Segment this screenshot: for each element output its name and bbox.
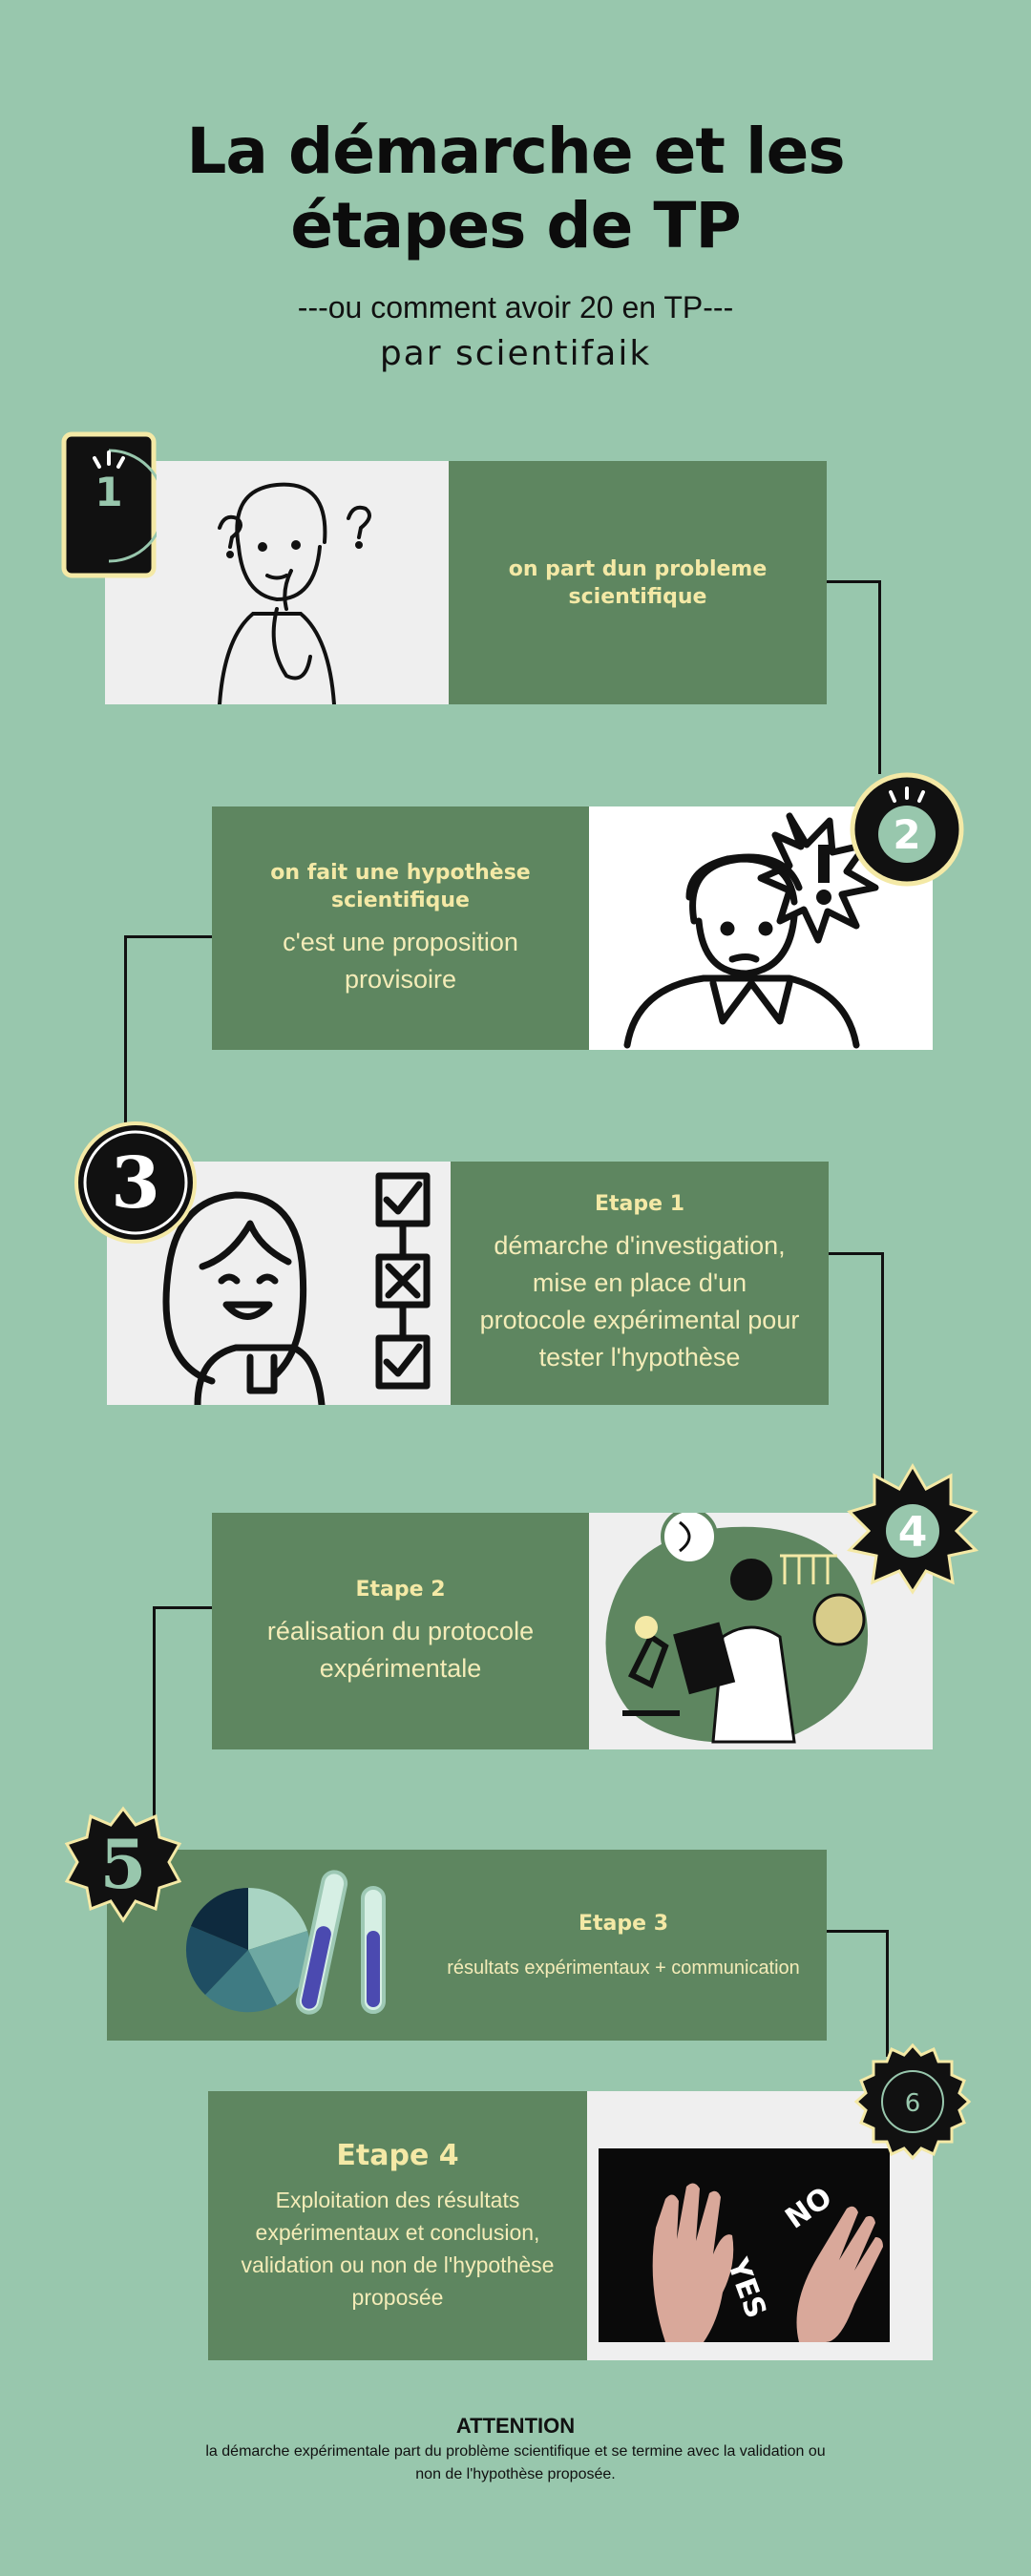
connector-5-6: [826, 1930, 889, 2057]
page-title-line-1: La démarche et les: [186, 115, 845, 188]
alert-person-icon: [623, 812, 879, 1049]
step-6-illustration: YES NO: [587, 2091, 933, 2360]
step-5-heading: Etape 3: [578, 1911, 669, 1936]
step-3-number: 3: [111, 1142, 160, 1225]
page-subtitle: ---ou comment avoir 20 en TP---: [297, 290, 734, 325]
step-4-body: réalisation du protocole expérimentale: [266, 1616, 535, 1683]
step-5-text: Etape 3 résultats expérimentaux + commun…: [420, 1850, 827, 2041]
thinking-person-icon: [218, 482, 371, 704]
step-4-card: Etape 2 réalisation du protocole expérim…: [212, 1513, 589, 1749]
checklist-scientist-icon: [162, 1172, 431, 1405]
step-2-heading: on fait une hypothèse scientifique: [270, 860, 531, 912]
step-1-illustration: [105, 461, 449, 704]
step-1-number: 1: [95, 469, 122, 515]
pie-and-test-tubes-icon: [185, 1870, 386, 2015]
step-3-card: Etape 1 démarche d'investigation, mise e…: [451, 1162, 829, 1405]
attention-title: ATTENTION: [455, 2414, 576, 2438]
lab-scientist-icon: [605, 1513, 869, 1744]
page-title-line-2: étapes de TP: [290, 189, 742, 262]
step-2-badge: 2: [849, 771, 965, 888]
step-3-badge: 3: [73, 1120, 199, 1246]
no-word: NO: [780, 2181, 839, 2236]
step-6-number: 6: [905, 2089, 921, 2118]
attention-text: la démarche expérimentale part du problè…: [205, 2443, 826, 2482]
step-2-card: on fait une hypothèse scientifique c'est…: [212, 806, 589, 1050]
step-1-badge: 1: [61, 431, 157, 578]
step-4-heading: Etape 2: [355, 1577, 446, 1602]
author-byline: par scientifaik: [379, 334, 652, 373]
connector-4-5: [153, 1606, 215, 1829]
connector-1-2: [826, 580, 881, 774]
step-6-heading: Etape 4: [336, 2139, 459, 2172]
step-2-illustration: [589, 806, 933, 1050]
step-5-illustration: [181, 1859, 410, 2031]
yes-word: YES: [720, 2253, 772, 2323]
step-6-badge: 6: [852, 2042, 973, 2162]
step-1-card: on part dun probleme scientifique: [449, 461, 827, 704]
step-6-card: Etape 4 Exploitation des résultats expér…: [208, 2091, 587, 2360]
step-3-body: démarche d'investigation, mise en place …: [479, 1231, 800, 1372]
step-6-body: Exploitation des résultats expérimentaux…: [241, 2188, 555, 2310]
step-3-heading: Etape 1: [594, 1192, 685, 1216]
step-5-body: résultats expérimentaux + communication: [447, 1957, 800, 1979]
step-5-number: 5: [100, 1825, 147, 1904]
connector-3-4: [826, 1252, 884, 1494]
step-5-badge: 5: [63, 1806, 183, 1926]
step-2-number: 2: [893, 811, 920, 858]
step-1-heading: on part dun probleme scientifique: [508, 556, 768, 609]
step-2-body: c'est une proposition provisoire: [283, 927, 518, 994]
step-4-number: 4: [898, 1508, 928, 1557]
step-4-badge: 4: [846, 1462, 979, 1596]
connector-2-3: [124, 935, 215, 1129]
yes-no-hands-photo: YES NO: [599, 2148, 890, 2342]
